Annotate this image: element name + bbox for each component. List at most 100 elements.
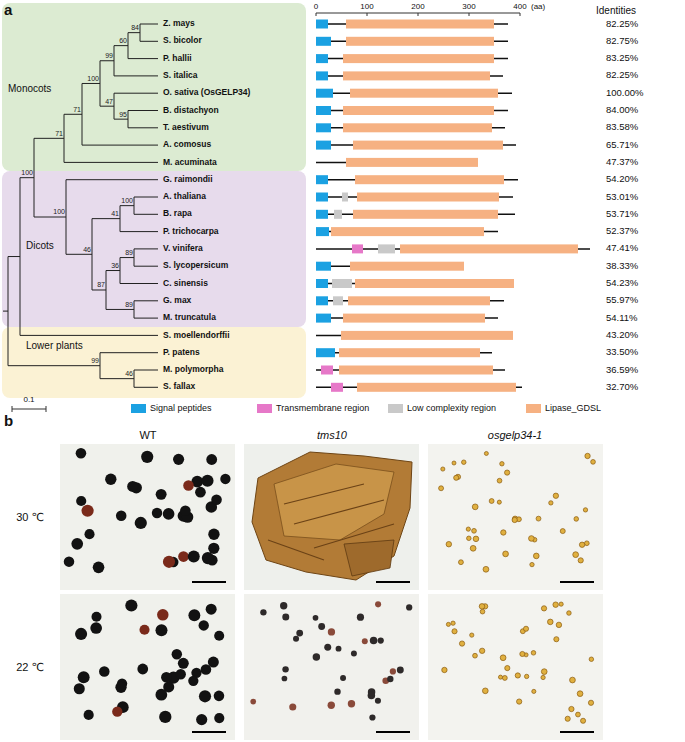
anther-tissue [252, 452, 412, 580]
pollen-grain [581, 718, 586, 723]
pollen-grain [480, 609, 485, 614]
scale-bars [192, 582, 594, 732]
species-name: V. vinifera [163, 244, 203, 254]
row-header: 22 ℃ [16, 661, 44, 674]
identity-value: 47.41% [606, 243, 638, 254]
pollen-grain [500, 462, 504, 466]
pollen-grain [313, 615, 319, 621]
pollen-grain [378, 637, 384, 643]
column-header: tms10 [317, 429, 347, 442]
pollen-grain [214, 631, 224, 641]
identity-value: 32.70% [606, 382, 638, 393]
pollen-grain [473, 653, 478, 658]
pollen-grain [370, 637, 378, 645]
domain-block [343, 54, 494, 63]
domain-block [346, 158, 478, 167]
species-name: O. sativa (OsGELP34) [163, 88, 250, 98]
clade-name: Lower plants [26, 340, 83, 352]
pollen-grain [201, 475, 213, 487]
tree-branches [3, 24, 158, 387]
pollen-grain [178, 551, 189, 562]
pollen-grain [84, 710, 94, 720]
pollen-grain [567, 611, 572, 616]
identity-value: 82.75% [606, 36, 638, 47]
pollen-grain [135, 517, 147, 529]
micrograph-backgrounds [60, 444, 603, 740]
species-name: Z. mays [163, 19, 195, 29]
domain-block [357, 193, 499, 202]
pollen-grain [328, 628, 335, 635]
identity-value: 43.20% [606, 330, 638, 341]
pollen-grain [533, 553, 539, 559]
domain-block [316, 262, 331, 271]
domain-block [348, 296, 490, 305]
pollen-grain [375, 601, 381, 607]
column-header: Identities [596, 5, 636, 17]
pollen-grain [357, 614, 364, 621]
pollen-grain [139, 625, 149, 635]
pollen-grain [553, 493, 558, 498]
pollen-grain [289, 703, 296, 710]
pollen-grain [163, 508, 175, 520]
identity-value: 52.37% [606, 226, 638, 237]
pollen-grain [161, 672, 172, 683]
pollen-grain [466, 527, 470, 531]
legend-text: Lipase_GDSL [545, 403, 601, 413]
pollen-grain [583, 508, 587, 512]
pollen-grain [505, 665, 510, 670]
pollen-grain [282, 676, 288, 682]
pollen-grain [318, 623, 325, 630]
pollen-grain [459, 641, 464, 646]
pollen-grain [442, 667, 447, 672]
domain-block [316, 20, 328, 29]
pollen-grain [220, 474, 230, 484]
pollen-grain [585, 453, 590, 458]
pollen-grain [208, 657, 219, 668]
axis-tick: 100 [360, 2, 373, 11]
bootstrap-value: 95 [119, 111, 127, 119]
bootstrap-value: 46 [83, 246, 91, 254]
pollen-grain [195, 487, 206, 498]
pollen-grain [141, 451, 153, 463]
pollen-grain [348, 700, 355, 707]
bootstrap-value: 89 [125, 249, 133, 257]
domain-block [316, 141, 331, 150]
domain-block [316, 71, 328, 80]
pollen-grain [467, 536, 472, 541]
pollen-grain [531, 651, 536, 656]
domain-block [342, 193, 348, 202]
pollen-grain [549, 501, 553, 505]
pollen-grain [188, 609, 200, 621]
pollen-grain [560, 529, 565, 534]
species-name: M. acuminata [163, 158, 217, 168]
identity-value: 82.25% [606, 70, 638, 81]
pollen-grain [280, 602, 287, 609]
pollen-grain [156, 489, 167, 500]
pollen-grain [529, 536, 535, 542]
domain-block [316, 314, 331, 323]
bootstrap-value: 100 [21, 169, 33, 177]
pollen-grain [523, 626, 528, 631]
pollen-grain [214, 691, 225, 702]
pollen-grain [541, 669, 547, 675]
pollen-grain [553, 602, 558, 607]
pollen-grain [472, 504, 478, 510]
species-name: P. hallii [163, 54, 192, 64]
species-name: P. trichocarpa [163, 227, 219, 237]
identity-value: 83.58% [606, 122, 638, 133]
domain-block [353, 210, 498, 219]
pollen-grain [441, 467, 445, 471]
identity-value: 38.33% [606, 261, 638, 272]
bootstrap-value: 99 [91, 357, 99, 365]
pollen-grain [439, 486, 444, 491]
pollen-grain [470, 633, 474, 637]
pollen-grain [472, 528, 477, 533]
domain-block [353, 141, 503, 150]
pollen-grain [559, 602, 563, 606]
pollen-grain [479, 604, 485, 610]
panel-letter: b [4, 412, 13, 429]
clade-name: Dicots [26, 240, 54, 252]
domain-block [316, 37, 331, 46]
pollen-grain [260, 609, 266, 615]
domain-block [316, 348, 335, 357]
